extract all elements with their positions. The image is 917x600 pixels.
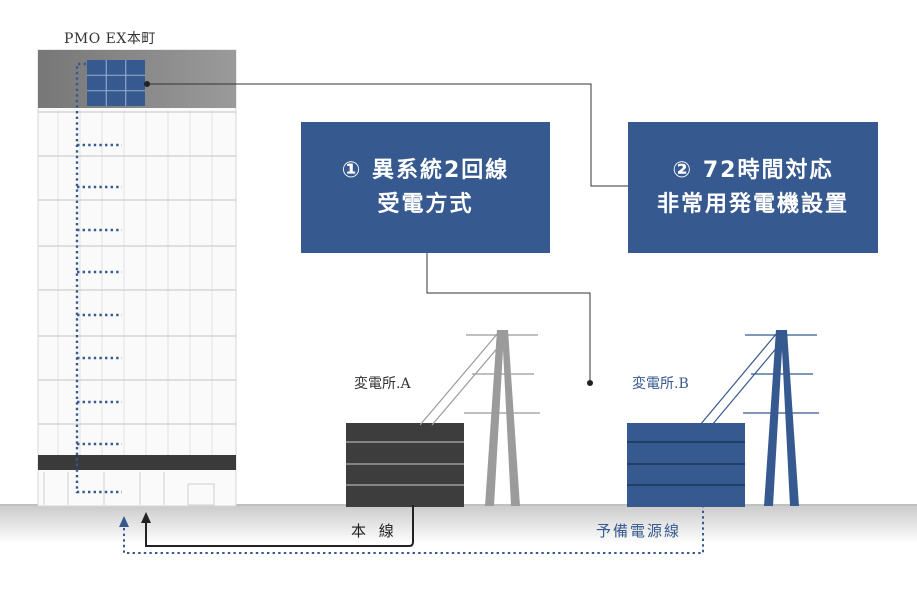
feature-box-line: 受電方式 — [377, 191, 474, 217]
building-name: PMO EX本町 — [64, 31, 156, 47]
transmission-tower-b — [699, 330, 819, 506]
feature-box-line: ② 72時間対応 — [672, 157, 834, 183]
feature-box-generator: ② 72時間対応 非常用発電機設置 — [628, 122, 878, 253]
transmission-tower-a — [419, 330, 540, 506]
main-line-label: 本 線 — [351, 522, 398, 540]
substation-dot — [587, 380, 593, 386]
building — [37, 49, 237, 507]
callout-lines — [147, 83, 628, 382]
main-power-line — [141, 505, 414, 547]
feature-box-line: ① 異系統2回線 — [341, 157, 510, 183]
substation-b — [627, 423, 745, 507]
building-canopy — [38, 455, 236, 470]
generator-icon — [87, 60, 145, 106]
substation-a-label: 変電所.A — [354, 376, 411, 392]
substation-a — [346, 423, 464, 507]
ground — [0, 504, 917, 544]
backup-power-line — [119, 505, 704, 554]
substation-b-label: 変電所.B — [632, 376, 689, 392]
internal-distribution-lines — [75, 62, 122, 494]
feature-box-dual-line: ① 異系統2回線 受電方式 — [301, 122, 550, 253]
backup-line-label: 予備電源線 — [596, 522, 682, 540]
feature-box-line: 非常用発電機設置 — [656, 191, 849, 217]
generator-dot — [144, 81, 150, 87]
